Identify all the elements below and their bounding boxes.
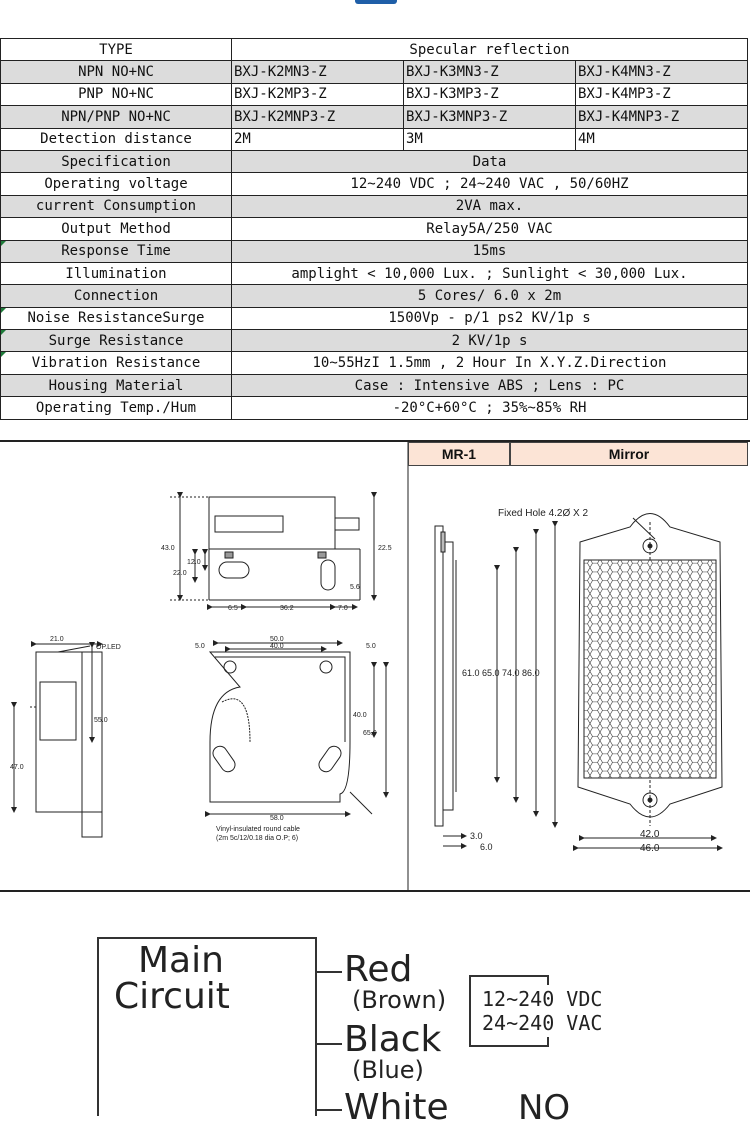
type-label: TYPE <box>0 37 232 62</box>
model-cell: BXJ-K4MNP3-Z <box>575 105 748 129</box>
type-value: Specular reflection <box>231 37 748 62</box>
row-label: Surge Resistance <box>0 329 232 353</box>
dim-22: 22.0 <box>173 570 187 577</box>
dim-47: 47.0 <box>10 764 24 771</box>
dim-40-side: 40.0 <box>353 712 367 719</box>
dim-50: 50.0 <box>270 636 284 643</box>
row-label: PNP NO+NC <box>0 82 232 107</box>
row-label: Noise ResistanceSurge <box>0 306 232 331</box>
spec-value: 2 KV/1p s <box>231 329 748 353</box>
mirror-front-view <box>573 513 723 851</box>
spec-value: 1500Vp - p/1 ps2 KV/1p s <box>231 306 748 331</box>
row-label: Detection distance <box>0 127 232 151</box>
spec-value: 15ms <box>231 239 748 263</box>
row-label: Operating voltage <box>0 172 232 196</box>
distance-cell: 3M <box>403 127 576 151</box>
mirror-height-dims: 61.0 65.0 74.0 86.0 <box>462 668 540 678</box>
dim-58: 58.0 <box>270 815 284 822</box>
circuit-label: Circuit <box>114 976 230 1017</box>
cable-note-2: (2m 5c/12/0.18 dia O.P; 6) <box>216 835 298 842</box>
main-label: Main <box>138 940 224 981</box>
wiring-diagram: Main Circuit Red (Brown) Black (Blue) Wh… <box>0 890 750 1128</box>
row-label: Specification <box>0 149 232 174</box>
dim-5-6: 5.6 <box>350 584 360 591</box>
supply-bracket-bottom <box>469 1000 549 1047</box>
black-label: Black <box>344 1019 442 1060</box>
spec-value: 2VA max. <box>231 194 748 219</box>
dim-7-0: 7.0 <box>338 605 348 612</box>
dim-5-0-right: 5.0 <box>366 643 376 650</box>
spec-value: Relay5A/250 VAC <box>231 217 748 241</box>
brown-label: (Brown) <box>352 986 447 1014</box>
cable-note-1: Vinyl-insulated round cable <box>216 826 300 833</box>
dim-40-top: 40.0 <box>270 643 284 650</box>
dim-3-0: 3.0 <box>470 831 483 841</box>
model-cell: BXJ-K3MN3-Z <box>403 60 576 84</box>
mirror-header: MR-1 Mirror <box>408 442 748 466</box>
model-cell: BXJ-K2MN3-Z <box>231 60 404 84</box>
dim-46: 46.0 <box>640 843 660 854</box>
model-cell: BXJ-K3MNP3-Z <box>403 105 576 129</box>
sensor-top-view <box>170 492 377 610</box>
distance-cell: 4M <box>575 127 748 151</box>
row-label: Vibration Resistance <box>0 351 232 375</box>
white-label: White <box>344 1087 449 1128</box>
distance-cell: 2M <box>231 127 404 151</box>
row-label: Output Method <box>0 217 232 241</box>
dimension-drawings: 43.0 12.0 22.0 22.5 5.6 6.5 36.2 7.0 21.… <box>0 440 750 892</box>
dim-43: 43.0 <box>161 545 175 552</box>
drawings-svg: 43.0 12.0 22.0 22.5 5.6 6.5 36.2 7.0 21.… <box>10 442 723 890</box>
dim-55: 55.0 <box>94 717 108 724</box>
row-label: Connection <box>0 284 232 308</box>
mirror-model-cell: MR-1 <box>408 442 510 466</box>
dim-22-5: 22.5 <box>378 545 392 552</box>
model-cell: BXJ-K2MNP3-Z <box>231 105 404 129</box>
spec-value: Case : Intensive ABS ; Lens : PC <box>231 373 748 398</box>
dim-6-5: 6.5 <box>228 605 238 612</box>
row-label: Response Time <box>0 239 232 263</box>
wiring-svg <box>97 937 549 1116</box>
spec-table: TYPE Specular reflection NPN NO+NC BXJ-K… <box>0 37 748 420</box>
spec-value: amplight < 10,000 Lux. ; Sunlight < 30,0… <box>231 261 748 286</box>
dim-12: 12.0 <box>187 559 201 566</box>
mirror-reflector <box>583 559 717 779</box>
row-label: NPN NO+NC <box>0 60 232 84</box>
voltage-ac: 24~240 VAC <box>482 1011 603 1035</box>
supply-bracket-top <box>469 975 549 1000</box>
top-tab-indicator <box>355 0 397 4</box>
spec-value: 10~55HzI 1.5mm , 2 Hour In X.Y.Z.Directi… <box>231 351 748 375</box>
row-label: NPN/PNP NO+NC <box>0 105 232 129</box>
model-cell: BXJ-K4MP3-Z <box>575 82 748 107</box>
main-circuit-box <box>97 937 317 1116</box>
spec-value: 12~240 VDC ; 24~240 VAC , 50/60HZ <box>231 172 748 196</box>
row-label: current Consumption <box>0 194 232 219</box>
dim-65: 65.0 <box>363 730 377 737</box>
dim-36-2: 36.2 <box>280 605 294 612</box>
mirror-title-cell: Mirror <box>510 442 748 466</box>
row-label: Housing Material <box>0 373 232 398</box>
dim-5-0-left: 5.0 <box>195 643 205 650</box>
model-cell: BXJ-K2MP3-Z <box>231 82 404 107</box>
op-led-label: OP.LED <box>96 644 121 651</box>
fixed-hole-note: Fixed Hole 4.2Ø X 2 <box>498 508 588 519</box>
spec-value: -20°C+60°C ; 35%~85% RH <box>231 396 748 420</box>
model-cell: BXJ-K4MN3-Z <box>575 60 748 84</box>
spec-value: 5 Cores/ 6.0 x 2m <box>231 284 748 308</box>
no-label: NO <box>518 1088 571 1128</box>
dim-21: 21.0 <box>50 636 64 643</box>
dim-42: 42.0 <box>640 829 660 840</box>
spec-value: Data <box>231 149 748 174</box>
blue-label: (Blue) <box>352 1056 424 1084</box>
sensor-side-view <box>11 641 103 838</box>
row-label: Operating Temp./Hum <box>0 396 232 420</box>
red-label: Red <box>344 949 413 990</box>
row-label: Illumination <box>0 261 232 286</box>
model-cell: BXJ-K3MP3-Z <box>403 82 576 107</box>
mirror-side-view <box>434 521 558 849</box>
dim-6-0: 6.0 <box>480 842 493 852</box>
voltage-dc: 12~240 VDC <box>482 987 603 1011</box>
sensor-bracket-view <box>205 640 389 817</box>
